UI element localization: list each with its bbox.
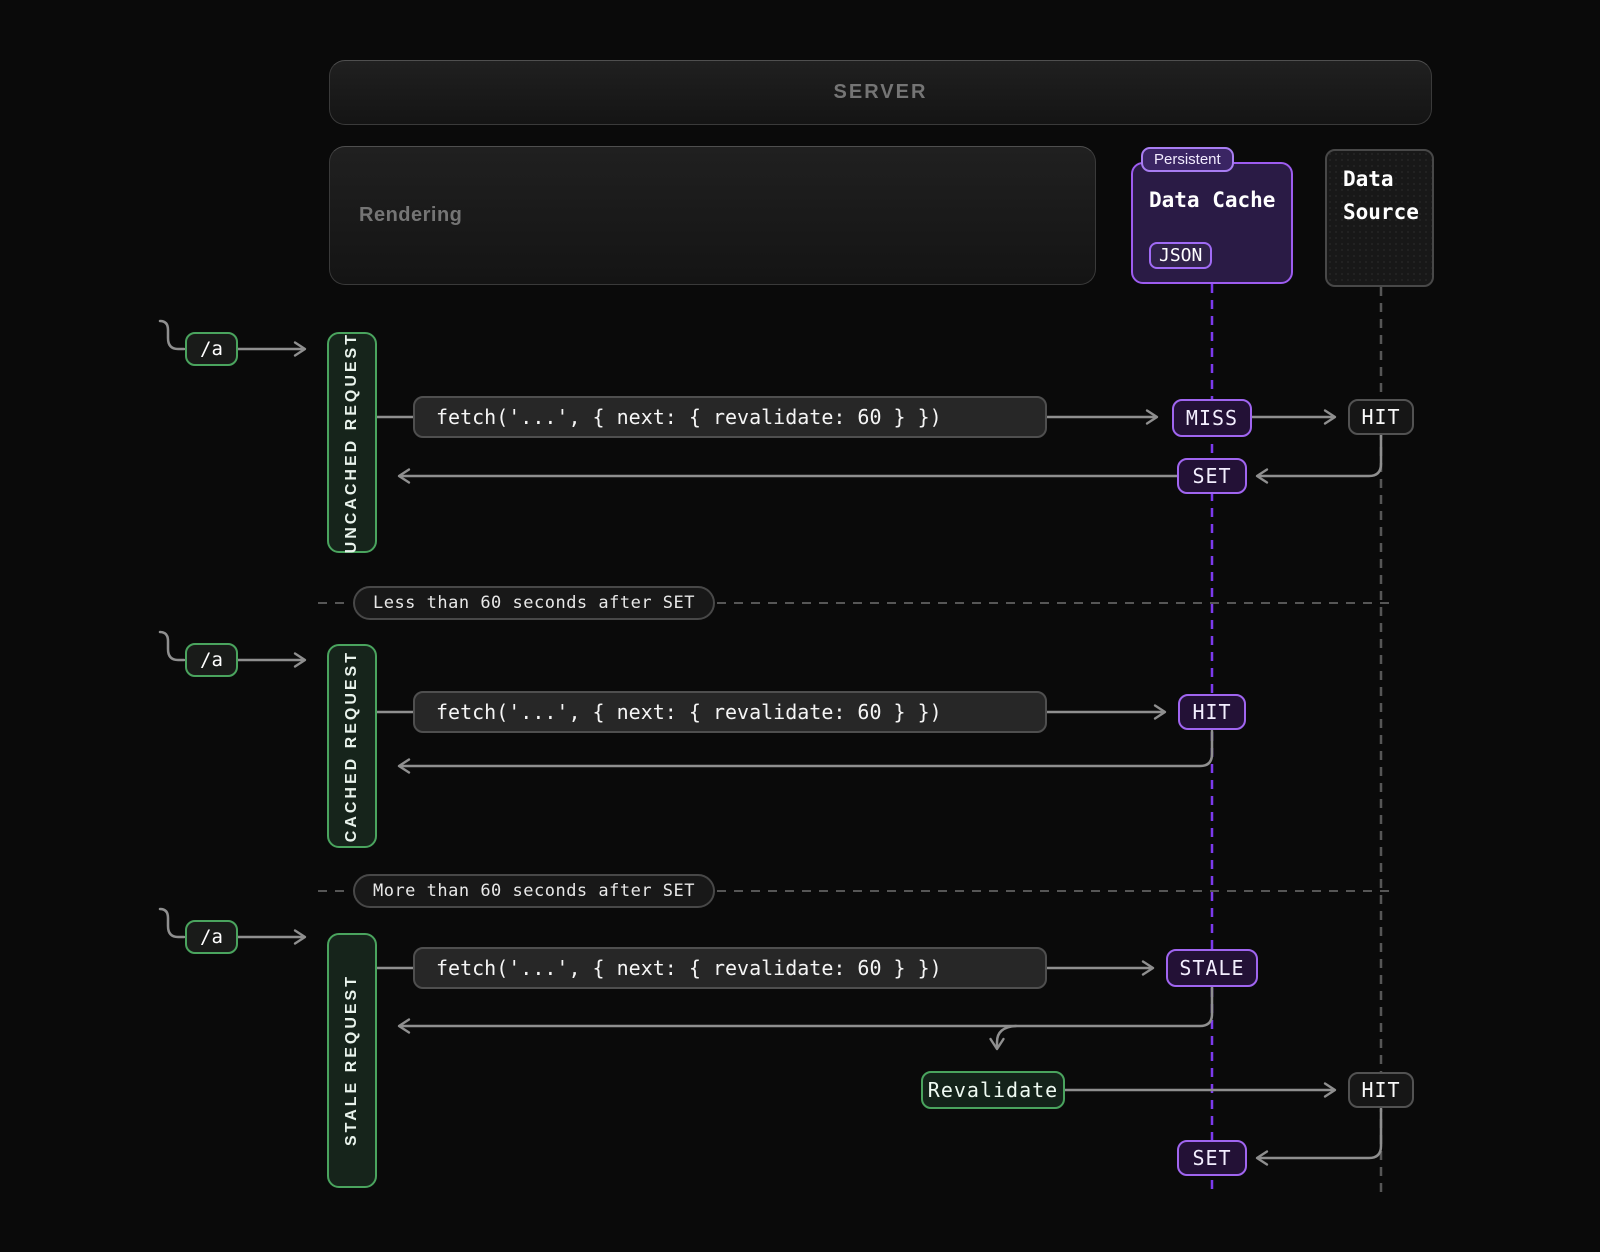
- fetch-call-cached: fetch('...', { next: { revalidate: 60 } …: [413, 691, 1047, 733]
- data-cache-panel: Data Cache JSON: [1131, 162, 1293, 284]
- fetch-call-text: fetch('...', { next: { revalidate: 60 } …: [436, 405, 942, 429]
- source-hit-badge-1: HIT: [1348, 399, 1414, 435]
- server-label: SERVER: [833, 81, 928, 103]
- route-badge-uncached: /a: [185, 332, 238, 366]
- cache-set-badge-1: SET: [1177, 458, 1247, 494]
- cached-request-label: CACHED REQUEST: [343, 649, 360, 843]
- fetch-call-stale: fetch('...', { next: { revalidate: 60 } …: [413, 947, 1047, 989]
- revalidate-badge: Revalidate: [921, 1071, 1065, 1109]
- fetch-call-text: fetch('...', { next: { revalidate: 60 } …: [436, 956, 942, 980]
- route-label: /a: [200, 338, 223, 360]
- route-badge-cached: /a: [185, 643, 238, 677]
- uncached-request-label: UNCACHED REQUEST: [343, 331, 360, 554]
- stale-request-pill: STALE REQUEST: [327, 933, 377, 1188]
- cache-miss-badge: MISS: [1172, 399, 1252, 437]
- cache-stale-badge: STALE: [1166, 949, 1258, 987]
- stale-request-label: STALE REQUEST: [343, 974, 360, 1147]
- fetch-call-text: fetch('...', { next: { revalidate: 60 } …: [436, 700, 942, 724]
- fetch-call-uncached: fetch('...', { next: { revalidate: 60 } …: [413, 396, 1047, 438]
- divider-less-than-60s: Less than 60 seconds after SET: [353, 586, 715, 620]
- rendering-label: Rendering: [359, 204, 463, 226]
- server-panel: SERVER: [329, 60, 1432, 125]
- data-source-panel: Data Source: [1325, 149, 1434, 287]
- route-badge-stale: /a: [185, 920, 238, 954]
- data-cache-title: Data Cache: [1149, 188, 1276, 212]
- cached-request-pill: CACHED REQUEST: [327, 644, 377, 848]
- route-label: /a: [200, 649, 223, 671]
- route-label: /a: [200, 926, 223, 948]
- persistent-tag: Persistent: [1141, 147, 1234, 172]
- cache-set-badge-2: SET: [1177, 1140, 1247, 1176]
- cache-hit-badge: HIT: [1178, 694, 1246, 730]
- source-hit-badge-2: HIT: [1348, 1072, 1414, 1108]
- json-format-badge: JSON: [1149, 242, 1213, 269]
- uncached-request-pill: UNCACHED REQUEST: [327, 332, 377, 553]
- rendering-panel: Rendering: [329, 146, 1096, 285]
- divider-more-than-60s: More than 60 seconds after SET: [353, 874, 715, 908]
- data-source-title: Data Source: [1343, 167, 1419, 224]
